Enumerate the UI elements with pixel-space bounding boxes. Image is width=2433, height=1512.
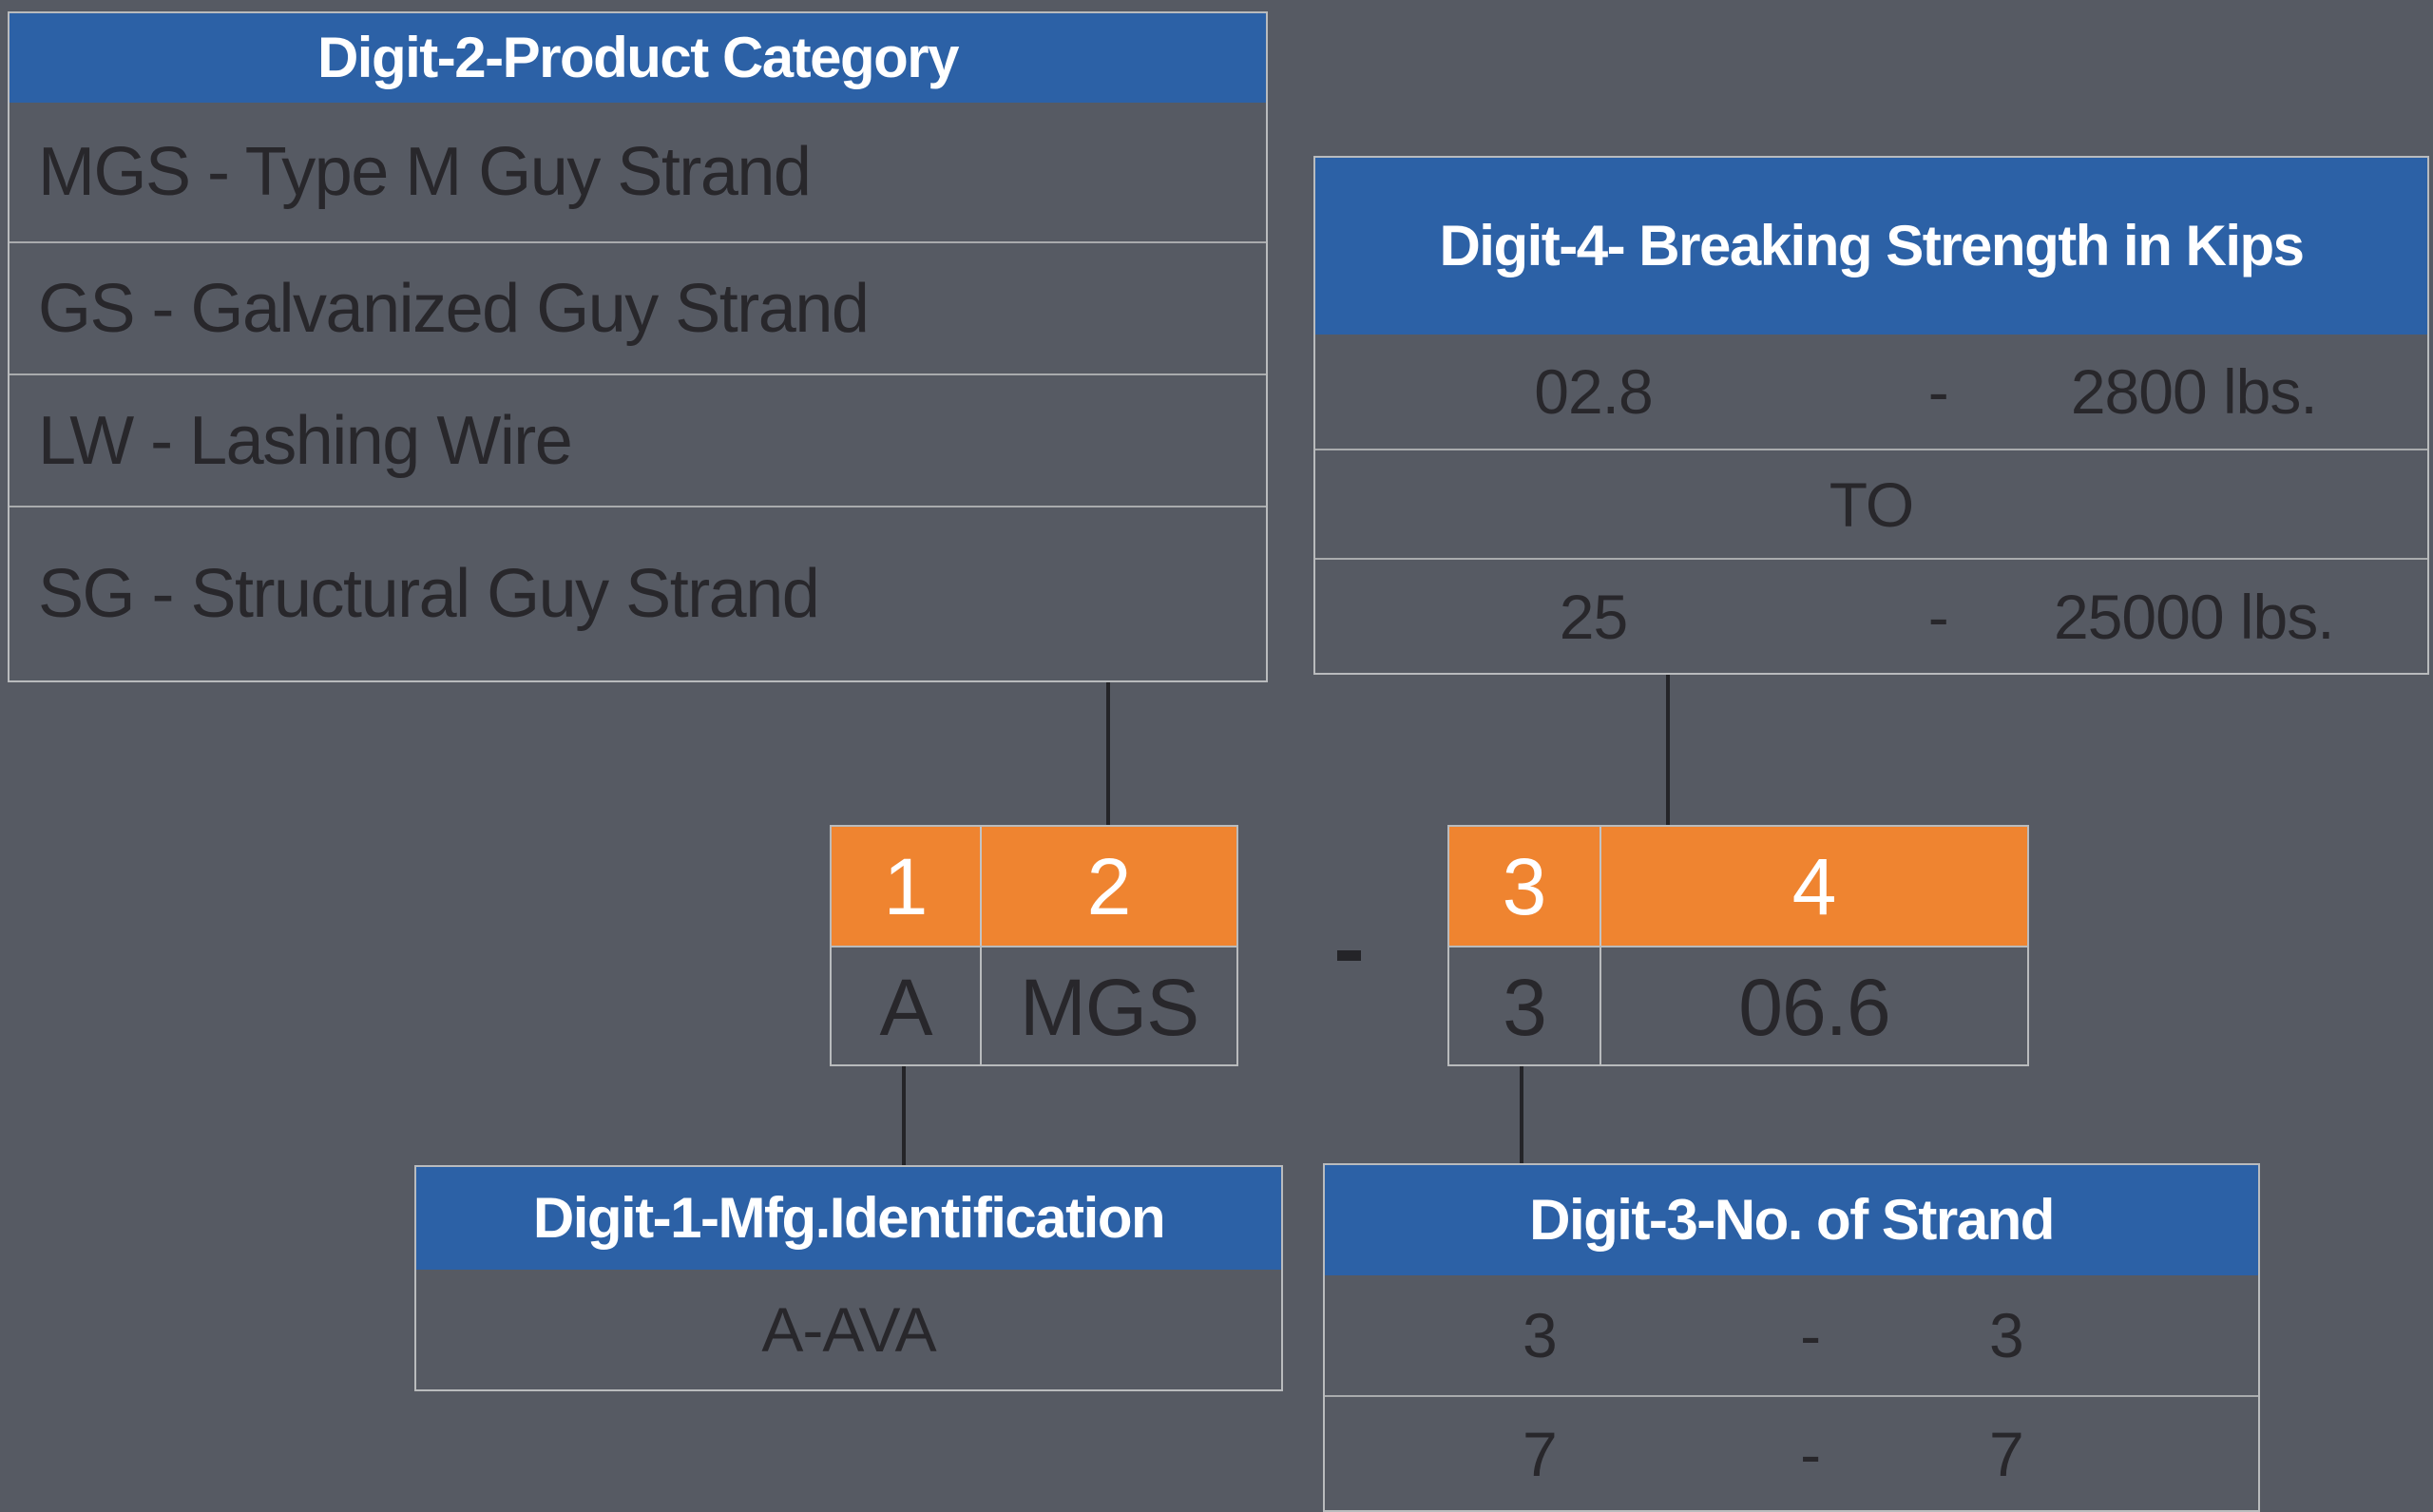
- digit-position-1: 1: [832, 827, 980, 946]
- table-row: MGS - Type M Guy Strand: [38, 134, 812, 210]
- mfg-identification-header: Digit-1-Mfg.Identification: [416, 1167, 1281, 1270]
- digit-position-3: 3: [1449, 827, 1600, 946]
- part-number-group-right: 3 4 3 06.6: [1447, 825, 2029, 1066]
- range-dash: -: [1800, 1300, 1821, 1370]
- range-dash: -: [1800, 1418, 1821, 1489]
- table-row: 7 - 7: [1325, 1395, 2258, 1510]
- digit-position-row: 3 4: [1449, 827, 2027, 946]
- strand-value: 3: [1988, 1300, 2024, 1370]
- digit-value-row: 3 06.6: [1449, 946, 2027, 1066]
- strand-code: 7: [1523, 1418, 1558, 1489]
- strength-min-code: 02.8: [1534, 356, 1653, 427]
- connector-product-category-to-digit2: [1106, 682, 1110, 825]
- product-category-header: Digit-2-Product Category: [10, 13, 1266, 103]
- connector-digit3-to-no-of-strand: [1520, 1066, 1523, 1163]
- connector-breaking-strength-to-digit4: [1666, 675, 1670, 825]
- strand-value: 7: [1988, 1418, 2024, 1489]
- part-number-separator-dash: [1337, 950, 1361, 961]
- table-row: 02.8 - 2800 lbs.: [1315, 335, 2427, 449]
- mfg-identification-table: Digit-1-Mfg.Identification A-AVA: [414, 1165, 1283, 1391]
- digit-position-2: 2: [980, 827, 1236, 946]
- no-of-strand-header: Digit-3-No. of Strand: [1325, 1165, 2258, 1275]
- no-of-strand-table: Digit-3-No. of Strand 3 - 3 7 - 7: [1323, 1163, 2260, 1512]
- product-category-table: Digit-2-Product Category MGS - Type M Gu…: [8, 11, 1268, 682]
- table-row: 3 - 3: [1325, 1275, 2258, 1395]
- table-row: GS - Galvanized Guy Strand: [10, 241, 1266, 373]
- digit-value-1: A: [879, 962, 932, 1052]
- digit-value-3: 3: [1503, 962, 1547, 1052]
- breaking-strength-header: Digit-4- Breaking Strength in Kips: [1315, 158, 2427, 335]
- table-row: A-AVA: [761, 1294, 936, 1365]
- digit-value-4: 06.6: [1600, 947, 2027, 1066]
- range-dash: -: [1927, 581, 1949, 652]
- digit-value-row: A MGS: [832, 946, 1236, 1066]
- strand-code: 3: [1523, 1300, 1558, 1370]
- digit-value-2: MGS: [980, 947, 1236, 1066]
- digit-position-row: 1 2: [832, 827, 1236, 946]
- breaking-strength-table: Digit-4- Breaking Strength in Kips 02.8 …: [1313, 156, 2429, 675]
- table-row: TO: [1315, 449, 2427, 558]
- strength-max-code: 25: [1559, 581, 1628, 652]
- strength-max-value: 25000 lbs.: [2054, 581, 2335, 652]
- table-row: SG - Structural Guy Strand: [10, 506, 1266, 680]
- strength-min-value: 2800 lbs.: [2070, 356, 2318, 427]
- part-number-group-left: 1 2 A MGS: [830, 825, 1238, 1066]
- table-row: LW - Lashing Wire: [10, 373, 1266, 506]
- table-row: 25 - 25000 lbs.: [1315, 558, 2427, 673]
- connector-digit1-to-mfg-identification: [902, 1066, 906, 1165]
- range-dash: -: [1927, 356, 1949, 427]
- digit-position-4: 4: [1600, 827, 2027, 946]
